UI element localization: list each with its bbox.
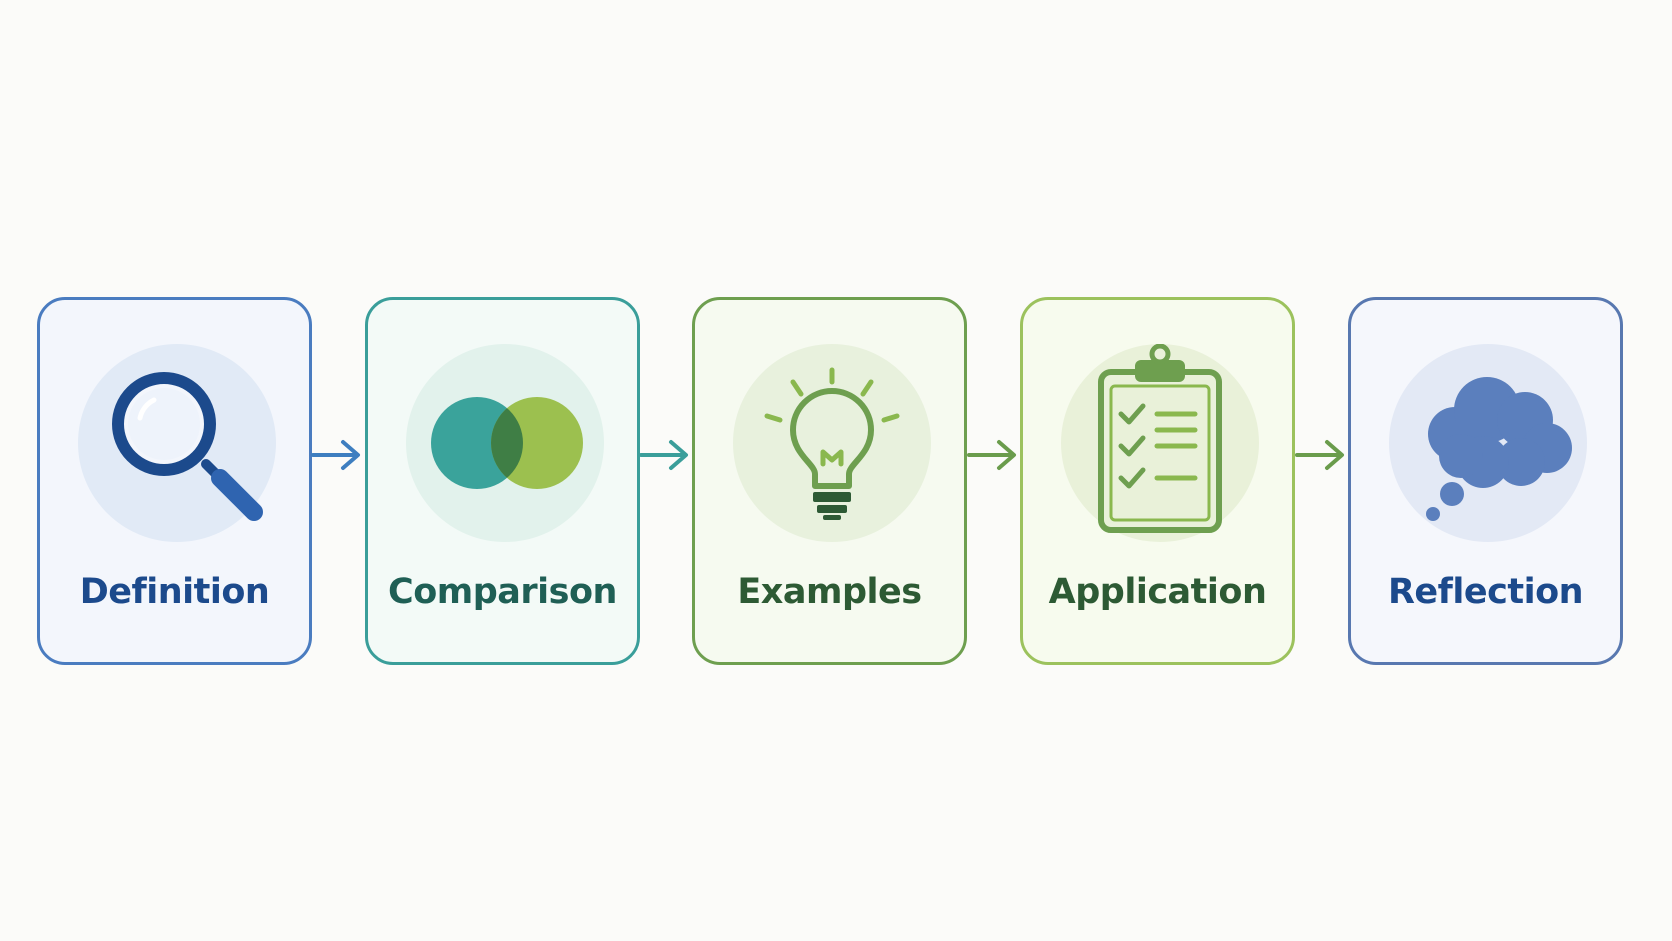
- step-label: Application: [1048, 572, 1267, 612]
- flow-arrow-3: [967, 440, 1016, 470]
- step-card-reflection: Reflection: [1348, 297, 1623, 665]
- flow-arrow-1: [311, 440, 360, 470]
- thought-bubble-icon: [1426, 377, 1572, 521]
- flow-arrow-2: [639, 440, 688, 470]
- step-card-examples: Examples: [692, 297, 967, 665]
- venn-diagram-icon: [431, 397, 583, 489]
- magnifying-glass-icon: [112, 372, 263, 521]
- step-label: Examples: [737, 572, 922, 612]
- lightbulb-icon: [764, 367, 900, 520]
- step-card-application: Application: [1020, 297, 1295, 665]
- step-card-comparison: Comparison: [365, 297, 640, 665]
- step-card-definition: Definition: [37, 297, 312, 665]
- step-label: Definition: [79, 572, 270, 612]
- clipboard-checklist-icon: [1098, 344, 1222, 533]
- step-label: Comparison: [388, 572, 617, 612]
- flow-arrow-4: [1295, 440, 1344, 470]
- step-label: Reflection: [1387, 572, 1584, 612]
